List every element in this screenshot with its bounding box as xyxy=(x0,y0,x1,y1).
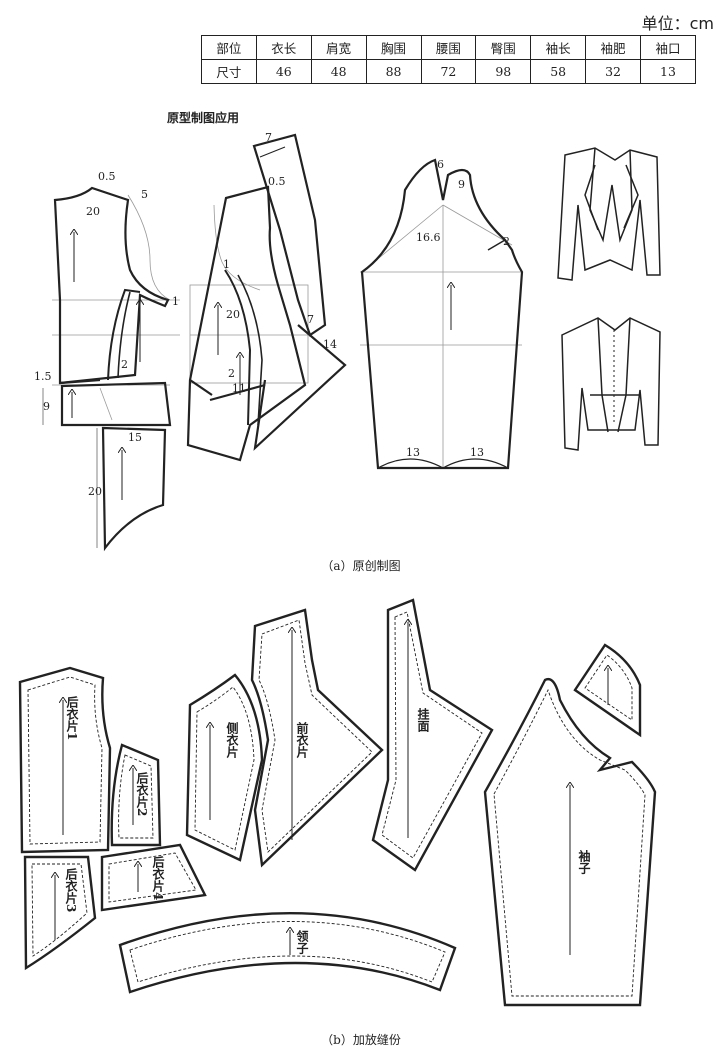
dim-label: 2 xyxy=(503,235,510,248)
table-cell: 58 xyxy=(530,59,587,84)
piece-label-sleeve: 袖子 xyxy=(577,849,591,875)
collar-piece xyxy=(118,912,457,994)
facing-piece xyxy=(371,598,494,872)
dim-label: 16.6 xyxy=(416,231,441,244)
back-bodice-draft xyxy=(42,186,180,552)
dim-label: 0.5 xyxy=(98,170,116,183)
dim-label: 15 xyxy=(128,431,142,444)
piece-labels: 后衣片1 后衣片2 后衣片3 后衣片4 侧衣片 前衣片 挂面 袖子 领子 xyxy=(64,695,591,955)
measurement-table: 部位 衣长 肩宽 胸围 腰围 臀围 袖长 袖肥 袖口 尺寸 46 48 88 7… xyxy=(201,35,696,84)
table-cell: 98 xyxy=(475,59,532,84)
dim-label: 7 xyxy=(265,131,272,144)
dim-label: 1 xyxy=(172,295,179,308)
dim-label: 20 xyxy=(86,205,100,218)
front-bodice-draft xyxy=(186,133,347,462)
draft-dimension-labels: 0.5 20 5 1 1.5 9 2 15 20 7 0.5 1 20 2 11… xyxy=(34,131,510,498)
column-header: 衣长 xyxy=(255,35,312,60)
column-header: 胸围 xyxy=(365,35,422,60)
dim-label: 13 xyxy=(470,446,484,459)
piece-label-back-2: 后衣片2 xyxy=(135,771,149,817)
dim-label: 20 xyxy=(88,485,102,498)
dim-label: 20 xyxy=(226,308,240,321)
dim-label: 1.5 xyxy=(34,370,52,383)
column-header: 袖肥 xyxy=(585,35,641,60)
column-header: 袖长 xyxy=(530,35,587,60)
sleeve-piece xyxy=(483,643,657,1007)
row-header: 尺寸 xyxy=(201,59,257,84)
sleeve-draft xyxy=(360,158,524,470)
back-piece-3 xyxy=(23,855,97,971)
piece-label-back-4: 后衣片4 xyxy=(151,855,165,901)
dim-label: 0.5 xyxy=(268,175,286,188)
dim-label: 2 xyxy=(121,358,128,371)
dim-label: 11 xyxy=(232,382,246,395)
dim-label: 2 xyxy=(228,367,235,380)
piece-label-back-1: 后衣片1 xyxy=(65,695,79,741)
dim-label: 1 xyxy=(223,258,230,271)
piece-label-back-3: 后衣片3 xyxy=(64,867,78,913)
piece-label-facing: 挂面 xyxy=(416,707,430,733)
row-header: 部位 xyxy=(201,35,257,60)
jacket-back-sketch xyxy=(561,317,661,451)
front-piece xyxy=(250,608,384,868)
dim-label: 9 xyxy=(43,400,50,413)
back-piece-4 xyxy=(100,843,207,912)
table-value-row: 尺寸 46 48 88 72 98 58 32 13 xyxy=(201,59,696,84)
piece-label-side: 侧衣片 xyxy=(225,721,239,759)
table-cell: 46 xyxy=(255,59,312,84)
caption-section-a: （a）原创制图 xyxy=(321,559,401,573)
side-piece xyxy=(185,673,264,862)
dim-label: 5 xyxy=(141,188,148,201)
piece-label-collar: 领子 xyxy=(295,929,309,955)
column-header: 肩宽 xyxy=(310,35,367,60)
back-piece-1 xyxy=(18,666,112,854)
unit-label: 单位：cm xyxy=(641,14,714,33)
table-header-row: 部位 衣长 肩宽 胸围 腰围 臀围 袖长 袖肥 袖口 xyxy=(201,35,696,60)
back-piece-2 xyxy=(110,743,162,847)
table-cell: 13 xyxy=(640,59,696,84)
dim-label: 13 xyxy=(406,446,420,459)
table-cell: 88 xyxy=(365,59,422,84)
dim-label: 6 xyxy=(437,158,444,171)
table-cell: 72 xyxy=(420,59,477,84)
dim-label: 14 xyxy=(323,338,337,351)
dim-label: 9 xyxy=(458,178,465,191)
dim-label: 7 xyxy=(307,313,314,326)
jacket-front-sketch xyxy=(557,147,661,281)
piece-label-front: 前衣片 xyxy=(295,721,309,759)
caption-section-b: （b）加放缝份 xyxy=(321,1033,401,1047)
draft-section-title: 原型制图应用 xyxy=(167,111,240,125)
